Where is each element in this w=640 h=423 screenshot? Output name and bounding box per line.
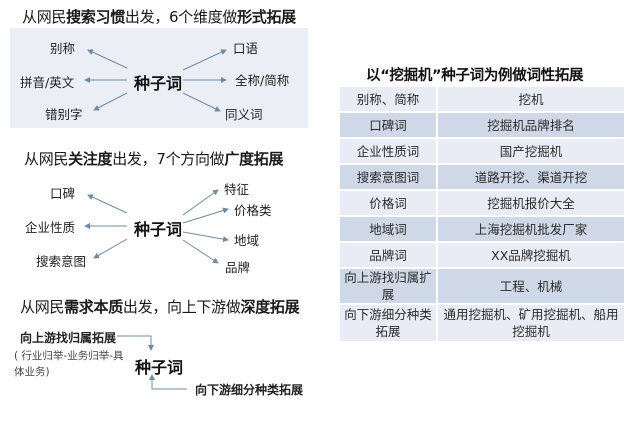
table-row: 别称、简称 挖机: [340, 87, 624, 113]
table-row: 搜索意图词 道路开挖、渠道开挖: [340, 165, 624, 191]
node-right-2: 全称/简称: [235, 73, 290, 88]
upstream-label: 向上游找归属拓展: [20, 331, 117, 345]
section3-heading: 从网民需求本质出发，向上下游做深度拓展: [20, 296, 300, 317]
table-row: 企业性质词 国产挖掘机: [340, 139, 624, 165]
node-left-1: 口碑: [50, 186, 76, 201]
upstream-note-line2: 体业务): [14, 366, 50, 378]
type-cell: 别称、简称: [340, 87, 438, 111]
node-right-2: 价格类: [234, 203, 272, 218]
type-cell: 价格词: [340, 191, 438, 215]
example-cell: 国产挖掘机: [499, 143, 563, 159]
arrow-icon: [182, 231, 229, 243]
seed-word: 种子词: [134, 220, 183, 239]
node-left-2: 拼音/英文: [20, 75, 75, 90]
arrow-icon: [182, 189, 219, 216]
type-cell: 企业性质词: [340, 139, 438, 163]
node-right-1: 口语: [233, 41, 259, 56]
heading-part-bold: 关注度: [68, 150, 113, 168]
example-cell: 道路开挖、渠道开挖: [474, 169, 588, 185]
type-cell: 品牌词: [340, 243, 438, 267]
upstream-note-line1: ( 行业归举-业务归举-具: [14, 350, 124, 362]
section1-heading: 从网民搜索习惯出发，6个维度做形式拓展: [22, 6, 296, 27]
downstream-label: 向下游细分种类拓展: [195, 383, 304, 397]
type-cell: 口碑词: [340, 113, 438, 137]
arrow-icon: [182, 49, 227, 71]
arrow-icon: [93, 238, 128, 259]
arrow-icon: [87, 194, 128, 214]
heading-part-bold: 深度拓展: [240, 298, 300, 316]
type-cell: 地域词: [340, 217, 438, 241]
heading-part: 从网民: [22, 8, 67, 26]
node-right-3: 同义词: [225, 107, 263, 122]
heading-part: 出发，7个方向做: [112, 150, 225, 168]
example-cell: 工程、机械: [499, 278, 563, 294]
node-left-2: 企业性质: [25, 220, 76, 235]
arrow-icon: [93, 92, 128, 111]
heading-part: 出发，向上下游做: [122, 298, 241, 316]
section1-panel: [10, 28, 308, 128]
table-row: 向上游找归属扩展 工程、机械: [340, 269, 624, 305]
node-right-1: 特征: [224, 182, 250, 197]
table-row: 品牌词 XX品牌挖掘机: [340, 243, 624, 269]
heading-part-bold: 需求本质: [64, 298, 123, 316]
heading-part-bold: 形式拓展: [237, 8, 296, 26]
arrow-icon: [117, 335, 154, 351]
example-cell: 挖机: [518, 91, 544, 107]
arrow-icon: [149, 374, 187, 390]
example-cell: 挖掘机品牌排名: [487, 117, 575, 133]
arrow-icon: [182, 207, 229, 224]
seed-word: 种子词: [135, 358, 184, 377]
part-of-speech-table: 别称、简称 挖机 口碑词 挖掘机品牌排名 企业性质词 国产挖掘机 搜索意图词 道…: [340, 87, 624, 341]
type-cell: 向上游找归属扩展: [340, 269, 438, 303]
table-row: 口碑词 挖掘机品牌排名: [340, 113, 624, 139]
type-cell: 搜索意图词: [340, 165, 438, 189]
table-row: 地域词 上海挖掘机批发厂家: [340, 217, 624, 243]
example-cell: 挖掘机报价大全: [487, 195, 575, 211]
heading-part-bold: 搜索习惯: [66, 8, 125, 26]
heading-part: 从网民: [20, 298, 65, 316]
arrow-icon: [182, 239, 219, 264]
node-left-3: 搜索意图: [36, 254, 87, 269]
node-right-4: 品牌: [225, 260, 251, 275]
section2-heading: 从网民关注度出发，7个方向做广度拓展: [24, 148, 283, 169]
type-cell: 向下游细分种类拓展: [340, 305, 438, 341]
arrow-icon: [182, 92, 221, 112]
table-row: 价格词 挖掘机报价大全: [340, 191, 624, 217]
heading-part: 出发，6个维度做: [124, 8, 238, 26]
table-row: 向下游细分种类拓展 通用挖掘机、矿用挖掘机、船用挖掘机: [340, 305, 624, 341]
example-cell: 通用挖掘机、矿用挖掘机、船用挖掘机: [443, 307, 619, 339]
arrow-icon: [87, 49, 128, 69]
example-cell: 上海挖掘机批发厂家: [474, 221, 588, 237]
node-left-1: 别称: [50, 41, 76, 56]
seed-word: 种子词: [134, 74, 183, 93]
node-right-3: 地域: [234, 233, 260, 248]
example-cell: XX品牌挖掘机: [491, 247, 571, 263]
heading-part: 从网民: [24, 150, 69, 168]
table-title: 以“挖掘机”种子词为例做词性拓展: [366, 68, 584, 84]
heading-part-bold: 广度拓展: [224, 150, 284, 168]
node-left-3: 错别字: [45, 107, 83, 122]
